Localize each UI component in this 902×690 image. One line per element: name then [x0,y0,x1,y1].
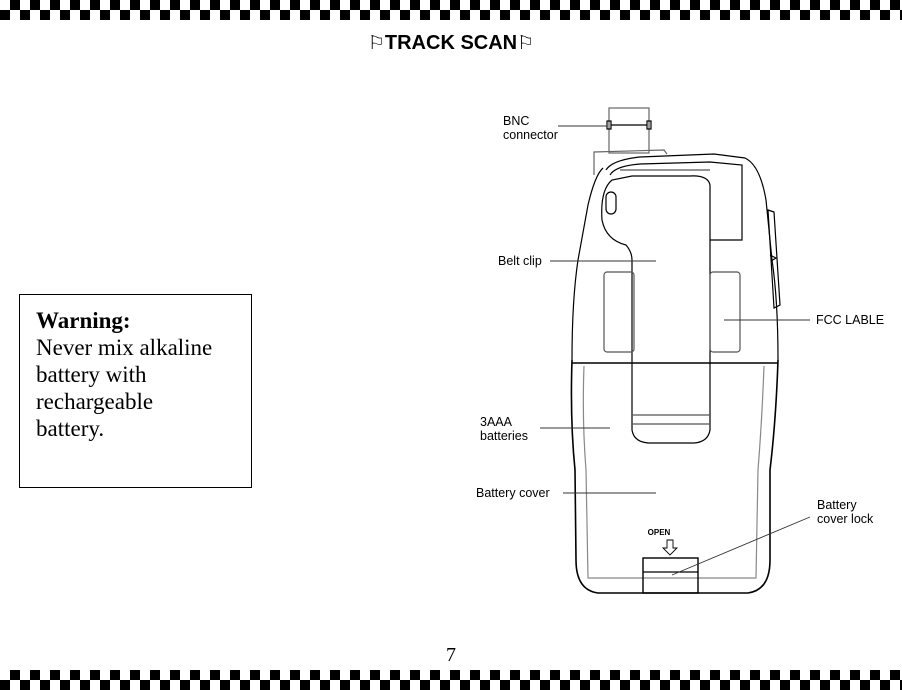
label-line: 3AAA [480,415,512,429]
label-line: batteries [480,429,528,443]
page-title-text: TRACK SCAN [384,32,518,54]
page-title: ⚐TRACK SCAN⚐ [0,32,902,55]
label-belt-clip: Belt clip [498,254,542,268]
warning-text-line: battery. [36,416,105,441]
warning-text-line: rechargeable [36,389,154,414]
flag-icon: ⚐ [367,33,385,54]
label-fcc: FCC LABLE [816,313,884,327]
warning-text-line: battery with [36,362,147,387]
warning-box: Warning: Never mix alkaline battery with… [19,294,252,488]
label-battery-cover-lock: Battery cover lock [817,498,873,526]
label-batteries: 3AAA batteries [480,415,528,443]
label-line: Belt clip [498,254,542,268]
label-line: Battery [817,498,857,512]
radio-rear-view-illustration: OPEN [540,107,811,594]
flag-icon: ⚐ [517,33,535,54]
label-line: FCC LABLE [816,313,885,327]
label-battery-cover: Battery cover [476,486,550,500]
warning-heading: Warning: [36,308,131,333]
checkered-border-top [0,0,902,20]
open-marking: OPEN [648,528,671,537]
label-line: cover lock [817,512,874,526]
checkered-border-bottom [0,670,902,690]
warning-text-line: Never mix alkaline [36,335,213,360]
label-line: connector [503,128,558,142]
device-diagram: OPEN [460,95,902,605]
page-number: 7 [446,644,456,666]
label-line: Battery cover [476,486,550,500]
label-bnc-connector: BNC connector [503,114,558,142]
label-line: BNC [503,114,530,128]
bnc-connector-shape [608,107,650,154]
leader-cover-lock [671,516,811,576]
